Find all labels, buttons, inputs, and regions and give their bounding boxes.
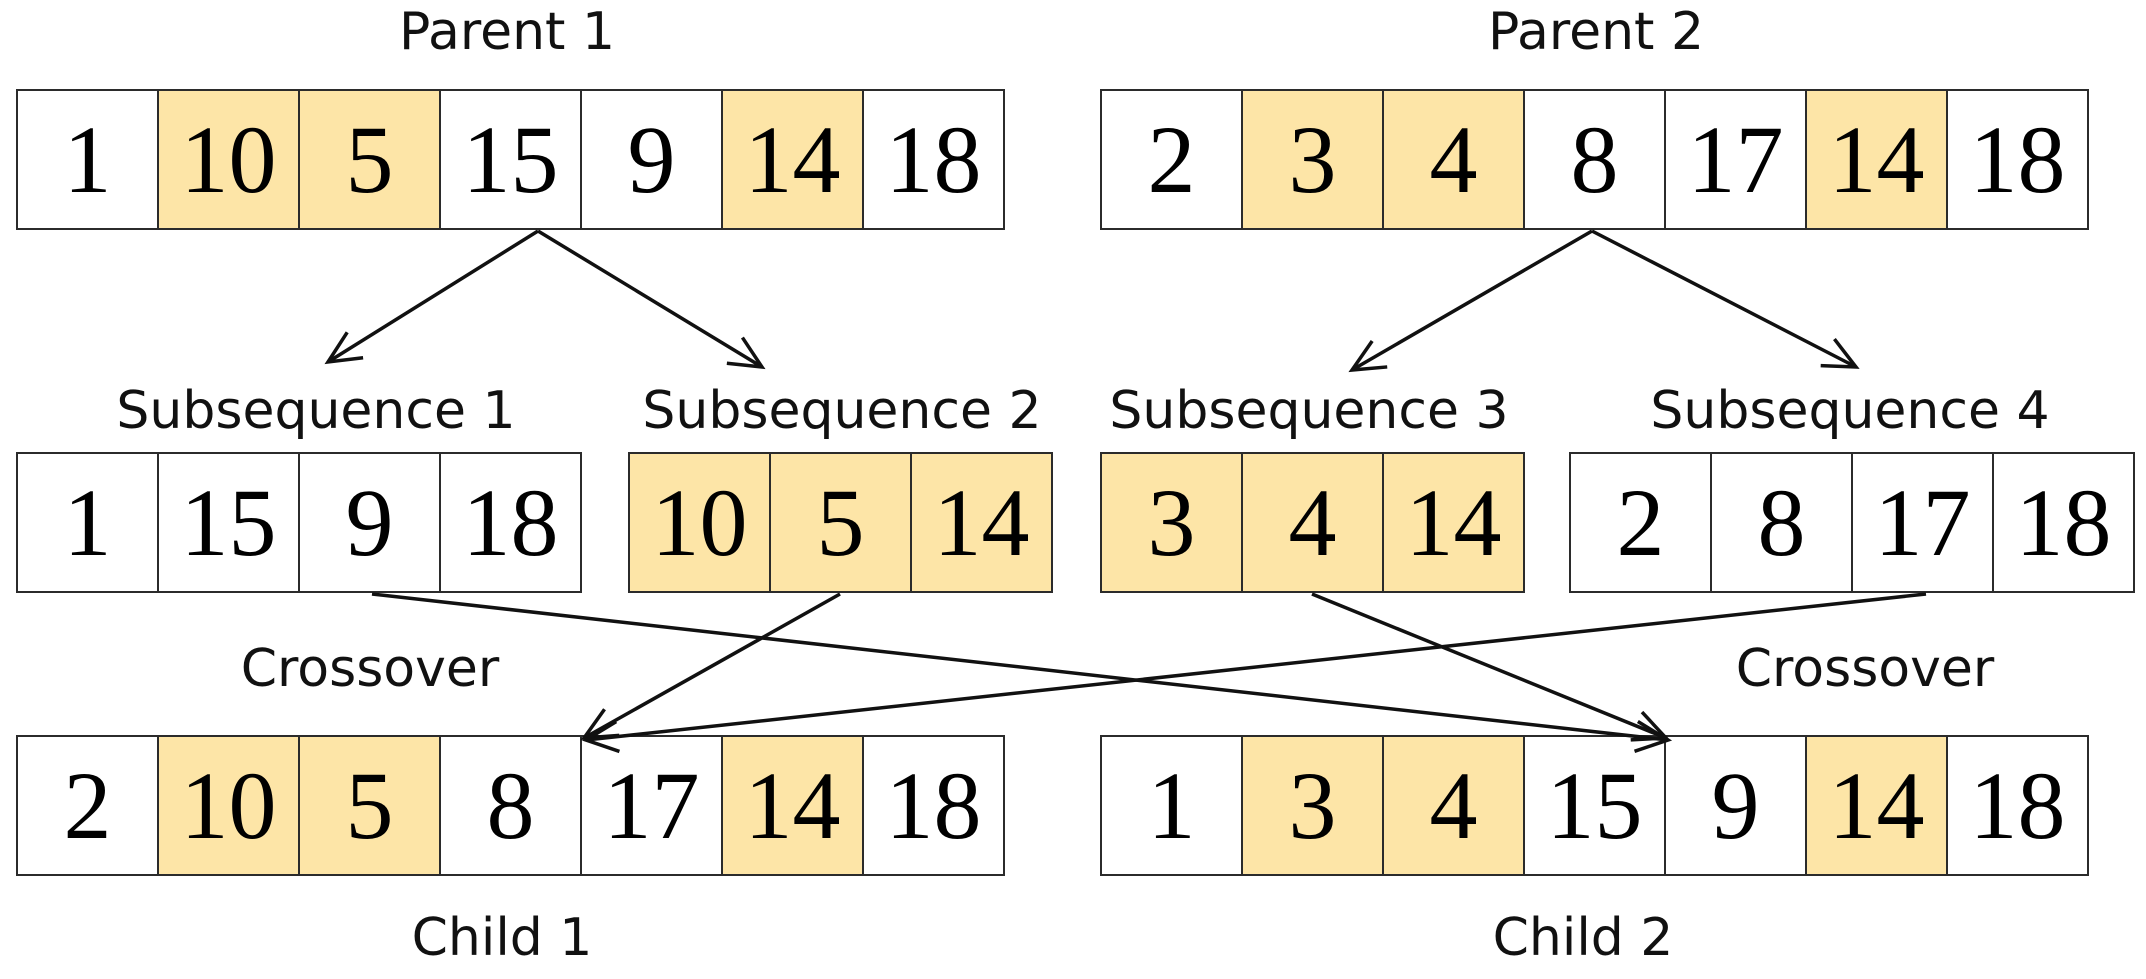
parent2-gene-5: 17	[1664, 91, 1805, 228]
sub1-gene-2: 15	[157, 454, 298, 591]
child1-gene-7: 18	[862, 737, 1003, 874]
sub1-gene-1: 1	[16, 454, 157, 591]
arrow-sub3-to-child2	[1311, 592, 1666, 738]
parent1-gene-5: 9	[580, 91, 721, 228]
child1-gene-3: 5	[298, 737, 439, 874]
child2-gene-4: 15	[1523, 737, 1664, 874]
child2-gene-2: 3	[1241, 737, 1382, 874]
parent2-gene-1: 2	[1100, 91, 1241, 228]
sub4-gene-2: 8	[1710, 454, 1851, 591]
sub1-gene-3: 9	[298, 454, 439, 591]
arrow-sub4-to-child1	[586, 592, 1927, 740]
arrow-sub2-to-child1	[584, 592, 841, 738]
subsequence1-title: Subsequence 1	[116, 381, 516, 441]
child2-gene-6: 14	[1805, 737, 1946, 874]
arrow-parent1-to-sub2	[537, 229, 762, 367]
parent1-title: Parent 1	[398, 2, 616, 62]
parent2-gene-6: 14	[1805, 91, 1946, 228]
crossover-left-label: Crossover	[240, 639, 500, 699]
arrow-parent2-to-sub4	[1591, 229, 1856, 367]
arrow-parent1-to-sub1	[328, 229, 539, 362]
parent2-gene-4: 8	[1523, 91, 1664, 228]
parent1-gene-7: 18	[862, 91, 1003, 228]
parent2-gene-2: 3	[1241, 91, 1382, 228]
sub4-gene-1: 2	[1569, 454, 1710, 591]
child1-gene-2: 10	[157, 737, 298, 874]
sub3-gene-2: 4	[1241, 454, 1382, 591]
child2-title: Child 2	[1492, 908, 1674, 968]
child1-gene-5: 17	[580, 737, 721, 874]
parent1-gene-3: 5	[298, 91, 439, 228]
child2-gene-1: 1	[1100, 737, 1241, 874]
subsequence2-title: Subsequence 2	[642, 381, 1042, 441]
sub2-gene-3: 14	[910, 454, 1051, 591]
parent1-gene-4: 15	[439, 91, 580, 228]
parent2-title: Parent 2	[1487, 2, 1705, 62]
sub3-gene-1: 3	[1100, 454, 1241, 591]
parent2-gene-3: 4	[1382, 91, 1523, 228]
child2-gene-3: 4	[1382, 737, 1523, 874]
arrow-parent2-to-sub3	[1352, 229, 1593, 370]
sub1-gene-4: 18	[439, 454, 580, 591]
child2-gene-5: 9	[1664, 737, 1805, 874]
child1-gene-6: 14	[721, 737, 862, 874]
subsequence3-title: Subsequence 3	[1109, 381, 1509, 441]
parent1-gene-2: 10	[157, 91, 298, 228]
parent1-gene-6: 14	[721, 91, 862, 228]
sub4-gene-4: 18	[1992, 454, 2133, 591]
child1-gene-1: 2	[16, 737, 157, 874]
arrow-sub1-to-child2	[371, 592, 1668, 740]
child2-gene-7: 18	[1946, 737, 2087, 874]
parent2-gene-7: 18	[1946, 91, 2087, 228]
sub4-gene-3: 17	[1851, 454, 1992, 591]
sub2-gene-1: 10	[628, 454, 769, 591]
subsequence4-title: Subsequence 4	[1650, 381, 2050, 441]
crossover-right-label: Crossover	[1735, 639, 1995, 699]
sub3-gene-3: 14	[1382, 454, 1523, 591]
parent1-gene-1: 1	[16, 91, 157, 228]
sub2-gene-2: 5	[769, 454, 910, 591]
child1-title: Child 1	[411, 908, 593, 968]
child1-gene-4: 8	[439, 737, 580, 874]
